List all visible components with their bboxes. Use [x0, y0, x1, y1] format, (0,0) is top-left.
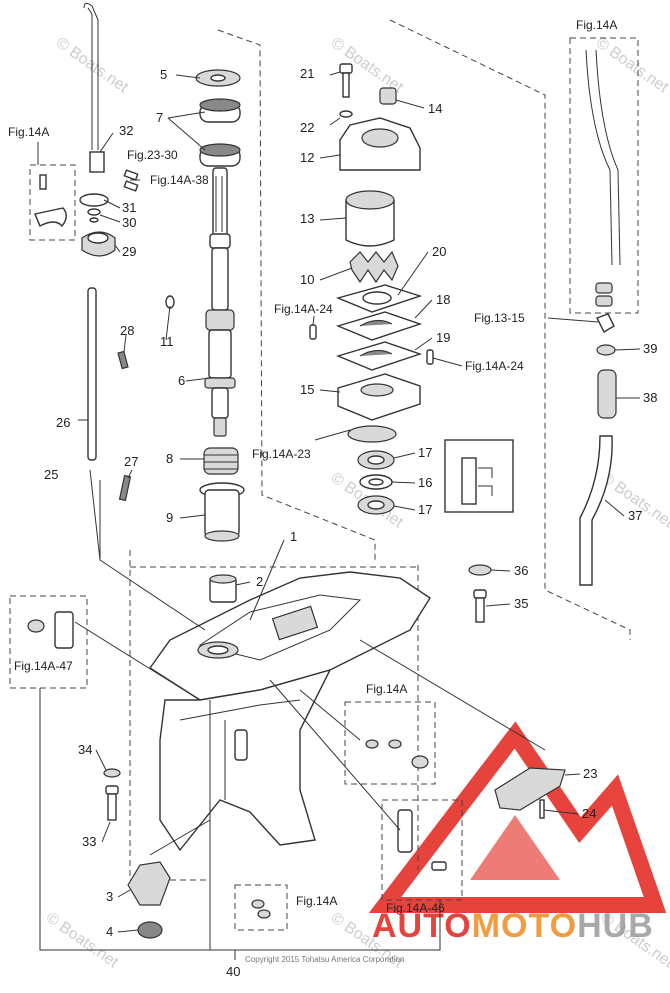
part-number-label: 35 — [514, 596, 528, 611]
figref-label: Fig.14A — [576, 18, 617, 32]
automotohub-logo: AUTOMOTOHUB — [368, 721, 667, 945]
part-number-label: 27 — [124, 454, 138, 469]
part-number-label: 26 — [56, 415, 70, 430]
part-number-label: 9 — [166, 510, 173, 525]
logo-text-moto: MOTO — [472, 907, 577, 945]
watermark-text: © Boats.net — [593, 34, 670, 96]
parts-33-34 — [103, 768, 121, 821]
figref-label: Fig.14A-24 — [465, 359, 524, 373]
fig14a-box-topleft: Fig.14A — [8, 125, 76, 241]
inset-detail-box — [444, 439, 514, 513]
cooling-tube-top-left — [83, 2, 99, 150]
part-labels: 5 7 32 Fig.23-30 Fig.14A-38 31 30 29 28 … — [44, 66, 657, 979]
logo-text-hub: HUB — [577, 907, 654, 945]
part-number-label: 6 — [178, 373, 185, 388]
water-pump-column — [309, 63, 434, 515]
parts-3-4 — [127, 861, 171, 939]
fig14a-47-box: Fig.14A-47 — [9, 595, 88, 689]
part-number-label: 37 — [628, 508, 642, 523]
part-number-label: 1 — [290, 529, 297, 544]
parts-29-32 — [79, 151, 139, 257]
parts-35-36 — [468, 564, 492, 623]
fig14a-bottom-box: Fig.14A — [234, 884, 337, 931]
part-number-label: 34 — [78, 742, 92, 757]
part-number-label: 33 — [82, 834, 96, 849]
fig14a-46-box: Fig.14A-46 — [381, 799, 463, 915]
parts-37-39 — [579, 313, 617, 586]
part-number-label: 10 — [300, 272, 314, 287]
logo-text-auto: AUTO — [372, 907, 472, 945]
driveshaft-column — [165, 69, 245, 603]
part-number-label: 36 — [514, 563, 528, 578]
part-number-label: 2 — [256, 574, 263, 589]
part-number-label: 3 — [106, 889, 113, 904]
part-number-label: 15 — [300, 382, 314, 397]
fig14a-mid-box: Fig.14A — [344, 682, 436, 785]
part-number-label: 19 — [436, 330, 450, 345]
part-number-label: 29 — [122, 244, 136, 259]
figref-label: Fig.14A-47 — [14, 659, 73, 673]
part-number-label: 38 — [643, 390, 657, 405]
figref-label: Fig.14A — [296, 894, 337, 908]
part-number-label: 4 — [106, 924, 113, 939]
copyright-text: Copyright 2015 Tohatsu America Corporati… — [245, 955, 405, 964]
part-number-label: 24 — [582, 806, 596, 821]
figref-label: Fig.13-15 — [474, 311, 525, 325]
gearcase-housing — [149, 571, 431, 852]
part-number-label: 13 — [300, 211, 314, 226]
fig14a-box-topright: Fig.14A — [569, 18, 639, 314]
figref-label: Fig.23-30 — [127, 148, 178, 162]
part-number-label: 18 — [436, 292, 450, 307]
figref-label: Fig.14A-46 — [386, 901, 445, 915]
part-number-label: 30 — [122, 215, 136, 230]
part-number-label: 22 — [300, 120, 314, 135]
part-number-label: 28 — [120, 323, 134, 338]
parts-23-24 — [494, 767, 566, 819]
leader-lines — [39, 71, 641, 960]
figref-label: Fig.14A-38 — [150, 173, 209, 187]
figref-label: Fig.14A-23 — [252, 447, 311, 461]
figref-label: Fig.14A-24 — [274, 302, 333, 316]
part-number-label: 21 — [300, 66, 314, 81]
rod-26 — [87, 287, 97, 461]
part-number-label: 16 — [418, 475, 432, 490]
part-number-label: 23 — [583, 766, 597, 781]
figref-label: Fig.14A — [8, 125, 49, 139]
figref-label: Fig.14A — [366, 682, 407, 696]
part-number-label: 14 — [428, 101, 442, 116]
watermark-text: © Boats.net — [43, 909, 122, 971]
part-number-label: 32 — [119, 123, 133, 138]
part-number-label: 39 — [643, 341, 657, 356]
part-number-label: 17 — [418, 445, 432, 460]
part-number-label: 8 — [166, 451, 173, 466]
part-number-label: 7 — [156, 110, 163, 125]
part-number-label: 20 — [432, 244, 446, 259]
svg-text:AUTOMOTOHUB: AUTOMOTOHUB — [372, 907, 654, 945]
part-number-label: 25 — [44, 467, 58, 482]
pins-27-28 — [117, 350, 132, 502]
part-number-label: 40 — [226, 964, 240, 979]
part-number-label: 17 — [418, 502, 432, 517]
part-number-label: 5 — [160, 67, 167, 82]
part-number-label: 11 — [160, 334, 174, 349]
part-number-label: 31 — [122, 200, 136, 215]
part-number-label: 12 — [300, 150, 314, 165]
